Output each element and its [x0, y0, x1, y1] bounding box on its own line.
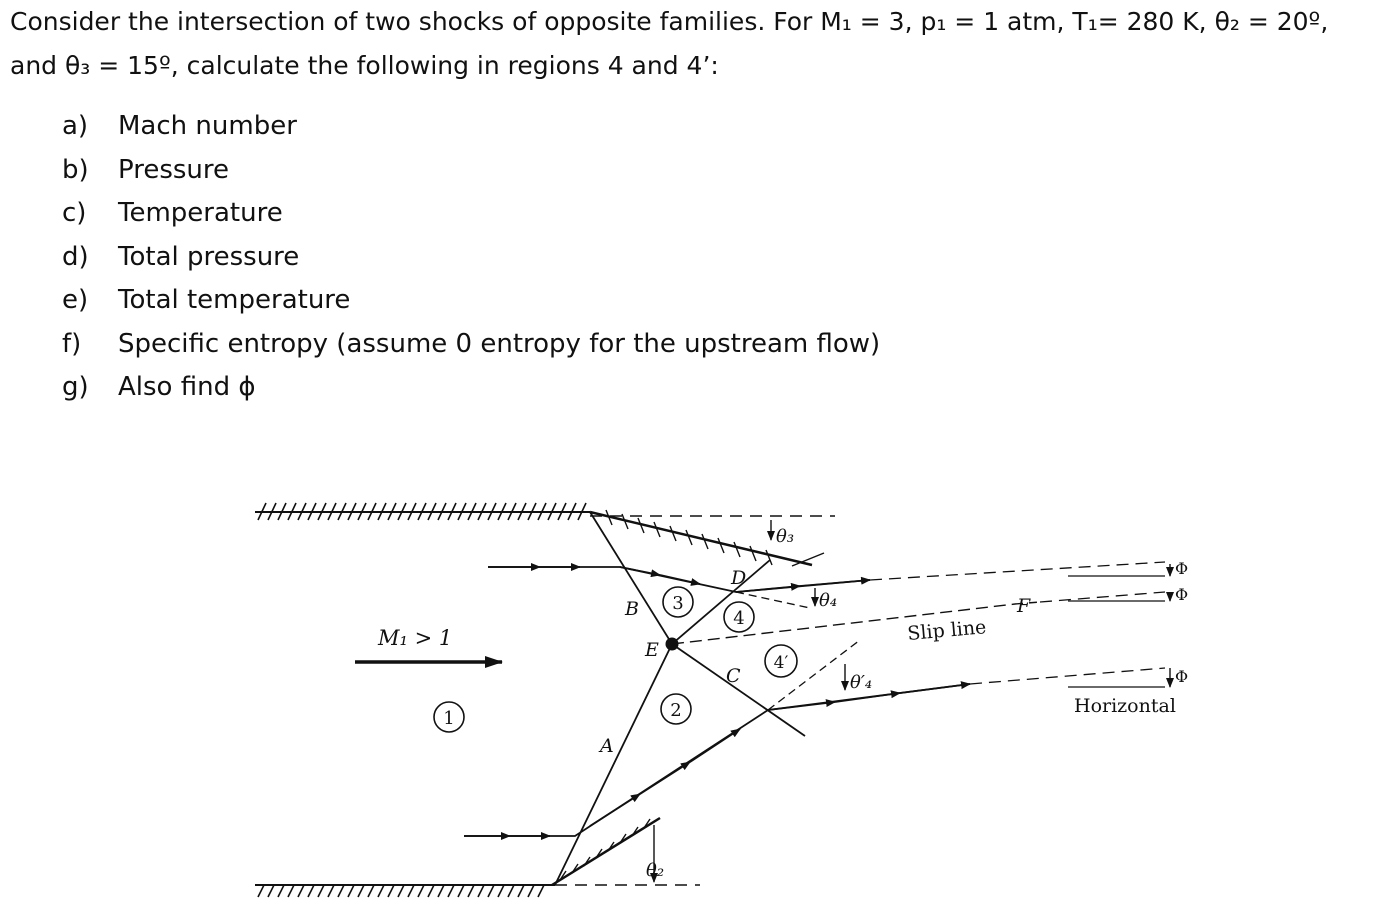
phi-middle-label: Φ	[1175, 585, 1188, 604]
slip-line-label: Slip line	[907, 616, 988, 645]
shock-waves	[554, 511, 806, 886]
upper-wall	[255, 502, 835, 567]
shock-D	[671, 559, 771, 645]
list-item: d) Total pressure	[62, 236, 880, 280]
theta2-label: θ₂	[646, 860, 664, 881]
item-label: f)	[62, 328, 82, 359]
theta3-label: θ₃	[776, 526, 794, 547]
list-item: b) Pressure	[62, 149, 880, 193]
item-label: e)	[62, 285, 89, 315]
item-text: Total pressure	[118, 241, 300, 272]
region-1-label: 1	[443, 708, 454, 729]
item-text: Specific entropy (assume 0 entropy for t…	[118, 328, 881, 359]
theta-angle-markers	[650, 520, 849, 883]
region-4-label: 4	[733, 608, 744, 629]
item-label: a)	[62, 111, 89, 141]
shock-C	[671, 643, 806, 737]
list-item: g) Also find ϕ	[62, 366, 880, 410]
streamlines	[464, 563, 971, 840]
freestream-mach-label: M₁ > 1	[377, 626, 452, 650]
question-list: a) Mach number b) Pressure c) Temperature d…	[62, 105, 880, 410]
item-text: Total temperature	[118, 285, 351, 315]
point-B-label: B	[624, 598, 639, 620]
problem-line-2: and θ₃ = 15º, calculate the following in…	[10, 51, 719, 80]
problem-statement: Consider the intersection of two shocks …	[10, 0, 1388, 88]
item-label: g)	[62, 372, 89, 402]
list-item: e) Total temperature	[62, 279, 880, 323]
point-F-label: F	[1016, 595, 1031, 617]
phi-lower-label: Φ	[1175, 667, 1188, 686]
item-text: Also find ϕ	[118, 372, 256, 402]
item-text: Temperature	[118, 198, 283, 228]
region-4-prime-label: 4′	[774, 653, 789, 673]
item-text: Pressure	[118, 154, 230, 185]
region-3-label: 3	[672, 593, 683, 614]
shock-A	[554, 643, 673, 886]
region-2-label: 2	[670, 700, 681, 721]
item-label: b)	[62, 154, 89, 185]
list-item: f) Specific entropy (assume 0 entropy for…	[62, 323, 880, 367]
phi-upper-label: Φ	[1175, 559, 1188, 578]
point-A-label: A	[598, 735, 614, 757]
downstream-reference-lines	[735, 561, 1166, 711]
list-item: a) Mach number	[62, 105, 880, 149]
item-label: d)	[62, 241, 89, 272]
shock-B	[589, 511, 673, 645]
point-C-label: C	[726, 665, 741, 687]
item-label: c)	[62, 198, 87, 228]
problem-line-1: Consider the intersection of two shocks …	[10, 7, 1329, 36]
point-D-label: D	[730, 567, 746, 589]
region-markers	[433, 586, 798, 733]
point-E-label: E	[644, 639, 659, 661]
item-text: Mach number	[118, 111, 297, 141]
slip-line	[671, 603, 1016, 645]
theta4-label: θ₄	[819, 590, 837, 611]
list-item: c) Temperature	[62, 192, 880, 236]
lower-wall	[255, 816, 700, 898]
horizontal-label: Horizontal	[1074, 695, 1176, 717]
theta4-prime-label: θ′₄	[850, 672, 872, 693]
